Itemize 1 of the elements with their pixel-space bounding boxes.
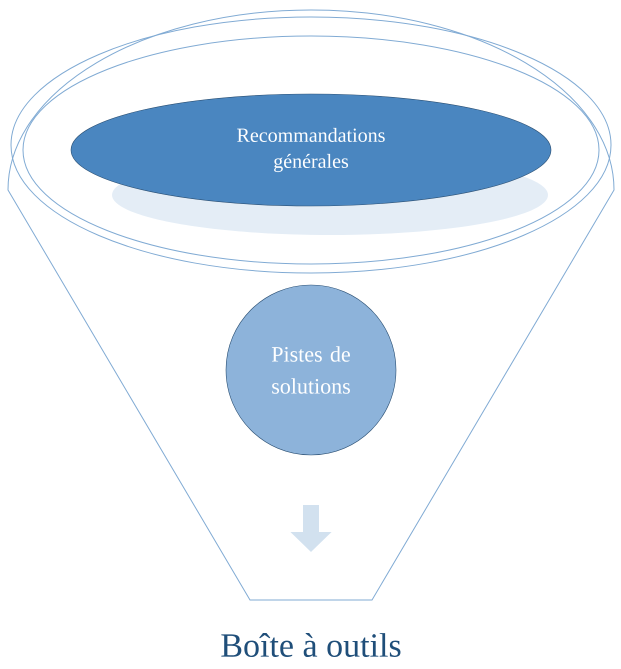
funnel-caption: Boîte à outils — [221, 633, 400, 657]
